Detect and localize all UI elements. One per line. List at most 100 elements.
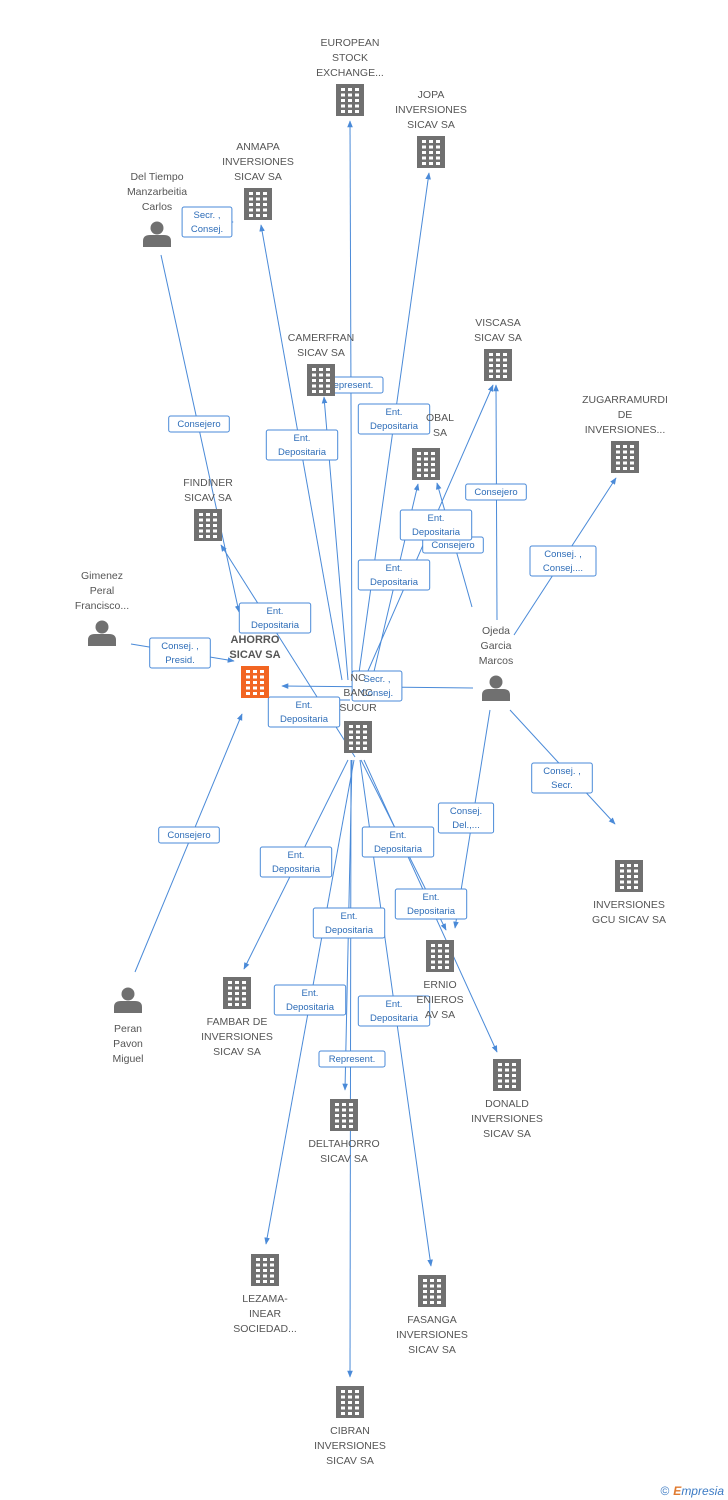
node-label: FASANGA <box>407 1314 457 1326</box>
node-label: AHORRO <box>231 634 280 646</box>
building-icon <box>417 136 445 168</box>
node-label: CIBRAN <box>330 1425 370 1437</box>
edge-label-banco-to-lezama[interactable]: Ent. Depositaria <box>273 984 347 1016</box>
edge-label-ojeda-to-viscasa[interactable]: Consejero <box>465 483 527 501</box>
edge-label-text: Secr. , <box>194 210 221 221</box>
edge-label-text: Ent. <box>386 999 403 1010</box>
edge-label-gimenez-to-ahorro[interactable]: Consej. ,Presid. <box>149 637 211 669</box>
building-icon <box>251 1254 279 1286</box>
node-label: LEZAMA- <box>242 1293 288 1305</box>
edge-label-text: Consej.... <box>543 563 583 574</box>
node-lezama[interactable]: LEZAMA-INEARSOCIEDAD... <box>233 1254 297 1335</box>
node-gimenez[interactable]: GimenezPeralFrancisco... <box>75 570 129 646</box>
edge-label-text: Consej. , <box>543 766 581 777</box>
edge-label-text: Del.,... <box>452 820 479 831</box>
edge-label-ojeda-to-zugarramurdi[interactable]: Consej. , Consej.... <box>529 545 597 577</box>
building-icon <box>615 860 643 892</box>
edge-label-text: Ent. <box>302 988 319 999</box>
edge-label-banco-to-cobal[interactable]: Ent.Depositaria <box>399 509 473 541</box>
edge-label-ojeda-to-ahorro[interactable]: Secr. ,Consej. <box>351 670 403 702</box>
edge-label-text: Consej. , <box>544 549 582 560</box>
edge-label-banco-to-ahorro[interactable]: Ent. Depositaria <box>267 696 341 728</box>
building-icon <box>330 1099 358 1131</box>
edge-label-box <box>437 802 495 834</box>
edge-label-box <box>259 846 333 878</box>
edge-label-peran-to-ahorro[interactable]: Consejero <box>158 826 220 844</box>
node-label: INVERSIONES <box>395 104 467 116</box>
node-label: SICAV SA <box>326 1455 374 1467</box>
person-icon <box>143 221 171 247</box>
building-icon <box>493 1059 521 1091</box>
edge-label-text: Ent. <box>267 606 284 617</box>
node-label: INVERSIONES <box>314 1440 386 1452</box>
node-label: Ojeda <box>482 625 510 637</box>
node-label: CAMERFRAN <box>288 332 355 344</box>
edge-label-banco-to-ernio[interactable]: Ent.Depositaria <box>361 826 435 858</box>
edge-label-text: Depositaria <box>278 447 327 458</box>
edge-label-deltiempo-to-anmapa[interactable]: Secr. ,Consej. <box>181 206 233 238</box>
building-icon <box>307 364 335 396</box>
edge-label-ojeda-to-ernio[interactable]: Consej. Del.,... <box>437 802 495 834</box>
edge-label-box <box>465 483 527 501</box>
edge-label-text: Consejero <box>474 487 517 498</box>
footer-brand: ©Empresia <box>660 1484 724 1498</box>
edge-label-box <box>265 429 339 461</box>
edge-label-banco-to-anmapa[interactable]: Ent.Depositaria <box>265 429 339 461</box>
edge-label-banco-to-fambar[interactable]: Ent.Depositaria <box>259 846 333 878</box>
edge-label-banco-to-donald[interactable]: Ent.Depositaria <box>394 888 468 920</box>
edge-label-text: Ent. <box>288 850 305 861</box>
edge-label-box <box>318 1050 386 1068</box>
node-label: Del Tiempo <box>130 171 183 183</box>
node-european[interactable]: EUROPEANSTOCKEXCHANGE... <box>316 37 384 116</box>
node-label: SICAV SA <box>408 1344 456 1356</box>
node-label: INVERSIONES <box>471 1113 543 1125</box>
edge-label-banco-to-jopa[interactable]: Ent.Depositaria <box>357 403 431 435</box>
edge-label-text: Ent. <box>296 700 313 711</box>
edge-label-banco-to-findiner[interactable]: Ent.Depositaria <box>238 602 312 634</box>
edge-label-text: Ent. <box>341 911 358 922</box>
node-label: Peral <box>90 585 115 597</box>
edge-label-banco-to-viscasa[interactable]: Ent.Depositaria <box>357 559 431 591</box>
edge-label-ojeda-to-gcu[interactable]: Consej. ,Secr. <box>531 762 593 794</box>
node-label: INVERSIONES <box>201 1031 273 1043</box>
building-icon <box>344 721 372 753</box>
edge-label-banco-to-cibran[interactable]: Ent.Depositaria <box>312 907 386 939</box>
edge-label-text: Consej. <box>450 806 482 817</box>
building-icon <box>412 448 440 480</box>
node-cibran[interactable]: CIBRAN INVERSIONES SICAV SA <box>314 1386 386 1467</box>
node-label: Miguel <box>113 1053 144 1065</box>
person-icon <box>114 987 142 1013</box>
node-zugarramurdi[interactable]: ZUGARRAMURDIDEINVERSIONES... <box>582 394 668 473</box>
node-label: SOCIEDAD... <box>233 1323 297 1335</box>
edge-label-banco-to-deltahorro[interactable]: Represent. <box>318 1050 386 1068</box>
node-label: SICAV SA <box>474 332 522 344</box>
edge-label-text: Depositaria <box>280 714 329 725</box>
main-company-building-icon <box>241 666 269 698</box>
edge-label-text: Depositaria <box>286 1002 335 1013</box>
edge-label-deltiempo-to-ahorro[interactable]: Consejero <box>168 415 230 433</box>
edge-label-box <box>361 826 435 858</box>
node-label: ANMAPA <box>236 141 280 153</box>
edge-label-box <box>529 545 597 577</box>
edge-label-text: Depositaria <box>412 527 461 538</box>
edge-label-box <box>531 762 593 794</box>
edge-label-banco-to-fasanga[interactable]: Ent.Depositaria <box>357 995 431 1027</box>
